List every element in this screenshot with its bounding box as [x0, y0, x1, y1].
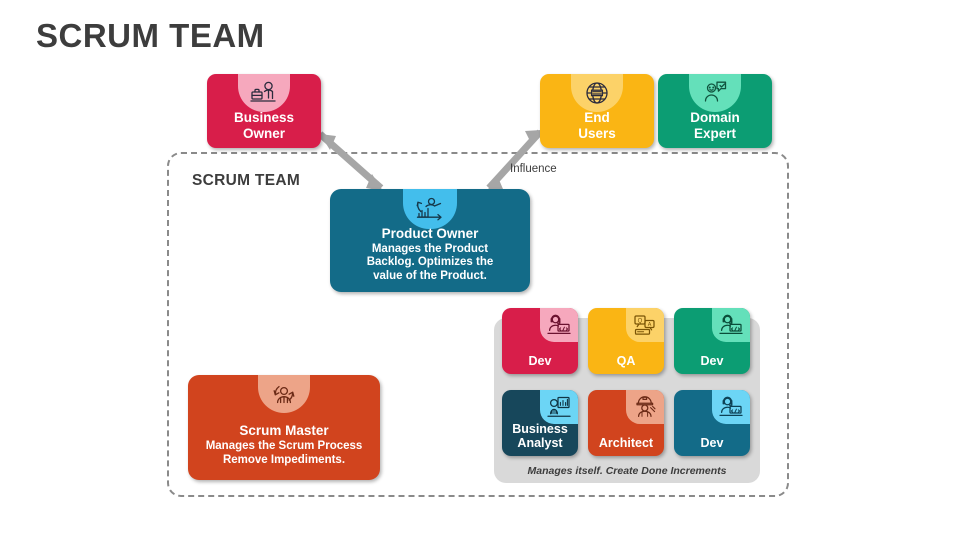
globe-icon [571, 74, 623, 112]
card-architect-label: Architect [598, 436, 654, 451]
scrum-team-boundary-label: SCRUM TEAM [192, 172, 301, 189]
scrum-team-boundary [167, 152, 789, 497]
influence-label: Influence [510, 163, 557, 175]
card-dev-2-label: Dev [700, 354, 724, 369]
businessperson-icon [238, 74, 290, 112]
qa-question-answer-icon: Q A [626, 308, 664, 342]
developer-headset-icon [712, 308, 750, 342]
card-dev-1[interactable]: Dev [502, 308, 578, 374]
backlog-priority-icon [403, 189, 457, 229]
developer-headset-icon [712, 390, 750, 424]
card-architect[interactable]: Architect [588, 390, 664, 456]
card-qa-label: QA [616, 354, 636, 369]
card-scrum-master[interactable]: Scrum Master Manages the Scrum Process R… [188, 375, 380, 480]
card-dev-1-label: Dev [528, 354, 552, 369]
card-product-owner[interactable]: Product Owner Manages the Product Backlo… [330, 189, 530, 292]
developer-headset-icon [540, 308, 578, 342]
page-title: SCRUM TEAM [36, 17, 265, 54]
architect-helmet-icon [626, 390, 664, 424]
card-product-owner-description: Manages the Product Backlog. Optimizes t… [366, 242, 494, 283]
svg-text:Q: Q [638, 318, 643, 324]
expert-speech-icon [689, 74, 741, 112]
svg-text:A: A [648, 322, 652, 328]
card-scrum-master-description: Manages the Scrum Process Remove Impedim… [205, 440, 363, 467]
card-dev-2[interactable]: Dev [674, 308, 750, 374]
card-dev-3[interactable]: Dev [674, 390, 750, 456]
card-product-owner-title: Product Owner [381, 225, 479, 241]
card-qa[interactable]: Q A QA [588, 308, 664, 374]
dev-team-caption: Manages itself. Create Done Increments [527, 465, 727, 477]
facilitator-cycle-icon [258, 375, 310, 413]
card-dev-3-label: Dev [700, 436, 724, 451]
analyst-chart-icon [540, 390, 578, 424]
card-scrum-master-title: Scrum Master [239, 423, 329, 439]
